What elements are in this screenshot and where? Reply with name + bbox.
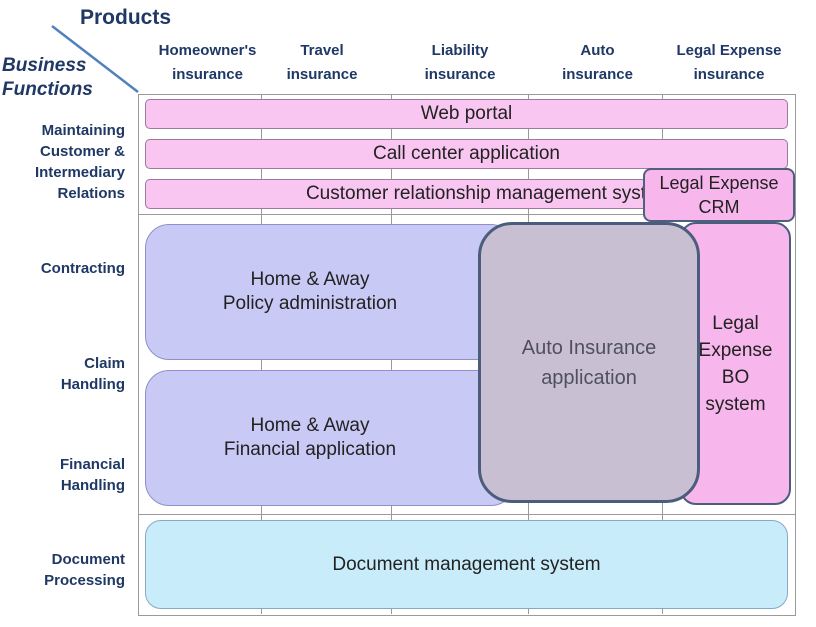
financial-application-box: Home & Away Financial application: [145, 370, 515, 506]
legal-bo-label-line: Expense: [698, 339, 773, 361]
legal-bo-label-line: Legal: [712, 312, 759, 334]
document-management-box: Document management system: [145, 520, 788, 609]
business-functions-line: Functions: [2, 79, 93, 100]
function-label-line: Maintaining: [41, 122, 125, 139]
business-functions-line: Business: [2, 55, 87, 76]
product-name: insurance: [286, 66, 358, 83]
product-travel: Travel insurance: [272, 39, 372, 87]
function-label-line: Claim: [84, 355, 125, 372]
auto-app-label-line: Auto Insurance: [521, 336, 657, 359]
product-name: Travel: [300, 42, 344, 59]
grid-row-divider: [138, 214, 795, 215]
function-label-line: Handling: [60, 477, 125, 494]
legal-expense-crm-box: Legal Expense CRM: [643, 168, 795, 222]
business-functions-label: Business Functions: [2, 54, 93, 102]
function-label-line: Financial: [59, 456, 125, 473]
function-label-line: Customer &: [39, 143, 125, 160]
legal-crm-label-line: Legal Expense: [659, 173, 779, 193]
diagonal-divider: [51, 25, 139, 93]
function-claim-handling: Claim Handling: [61, 353, 125, 395]
document-management-label: Document management system: [332, 553, 601, 575]
auto-insurance-application-box: Auto Insurance application: [478, 222, 700, 503]
function-label-line: Relations: [57, 185, 125, 202]
legal-bo-label-line: system: [705, 393, 766, 415]
legal-crm-label-line: CRM: [698, 197, 740, 217]
product-name: insurance: [172, 66, 243, 83]
function-label-line: Handling: [60, 376, 125, 393]
financial-app-label-line: Financial application: [223, 439, 397, 460]
auto-app-label-line: application: [541, 366, 637, 389]
function-document-processing: Document Processing: [44, 549, 125, 591]
web-portal-box: Web portal: [145, 99, 788, 129]
grid-frame: [138, 94, 796, 616]
legal-bo-label-line: BO: [721, 366, 750, 388]
web-portal-label: Web portal: [420, 103, 513, 124]
grid-row-divider: [138, 514, 795, 515]
product-name: Legal Expense: [676, 42, 782, 59]
function-financial-handling: Financial Handling: [60, 454, 125, 496]
product-name: insurance: [424, 66, 496, 83]
product-liability: Liability insurance: [405, 39, 515, 87]
product-legal-expense: Legal Expense insurance: [664, 39, 794, 87]
product-name: Liability: [431, 42, 489, 59]
crm-label: Customer relationship management syst: [305, 183, 646, 204]
product-homeowners: Homeowner's insurance: [140, 39, 275, 87]
policy-admin-label-line: Policy administration: [222, 293, 398, 314]
product-auto: Auto insurance: [545, 39, 650, 87]
call-center-label: Call center application: [373, 143, 560, 164]
function-label-line: Intermediary: [34, 164, 125, 181]
call-center-box: Call center application: [145, 139, 788, 169]
financial-app-label-line: Home & Away: [250, 415, 370, 436]
policy-admin-label-line: Home & Away: [250, 269, 370, 290]
product-name: Homeowner's: [158, 42, 257, 59]
function-label-line: Contracting: [40, 260, 125, 277]
product-name: insurance: [693, 66, 765, 83]
function-maintaining-relations: Maintaining Customer & Intermediary Rela…: [35, 120, 125, 204]
function-label-line: Processing: [44, 572, 125, 589]
product-name: Auto: [580, 42, 615, 59]
function-contracting: Contracting: [41, 258, 125, 279]
crm-box: Customer relationship management syst: [145, 179, 665, 209]
products-title: Products: [80, 6, 172, 29]
product-name: insurance: [562, 66, 633, 83]
policy-administration-box: Home & Away Policy administration: [145, 224, 515, 360]
function-label-line: Document: [51, 551, 125, 568]
